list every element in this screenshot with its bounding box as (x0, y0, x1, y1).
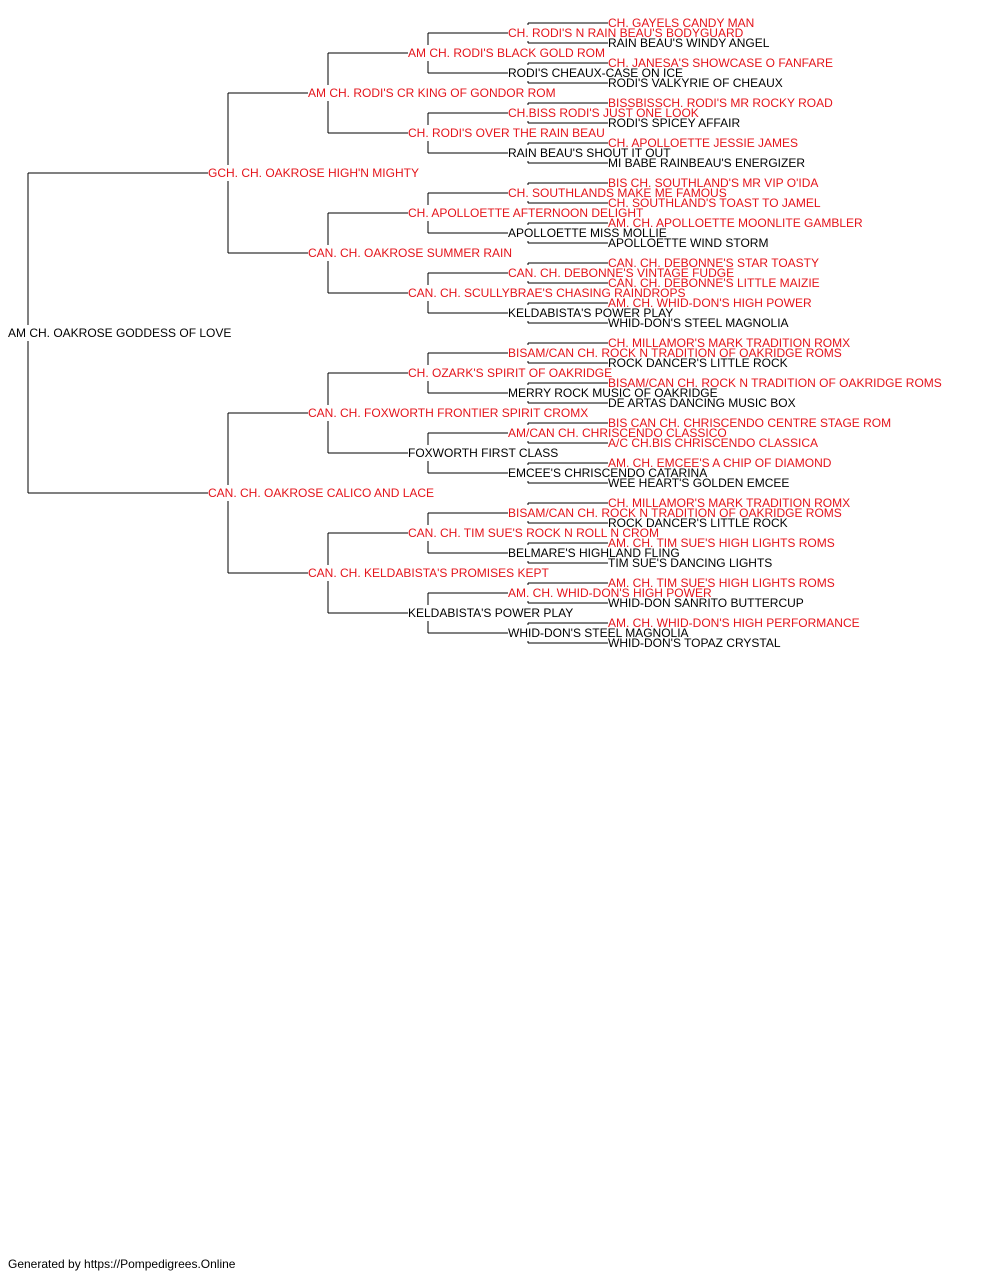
ancestor-name-gen5[interactable]: RAIN BEAU'S WINDY ANGEL (608, 36, 770, 50)
ancestor-name-gen5[interactable]: ROCK DANCER'S LITTLE ROCK (608, 356, 788, 370)
ancestor-name-gen5[interactable]: RODI'S VALKYRIE OF CHEAUX (608, 76, 783, 90)
ancestor-name-gen5[interactable]: AM. CH. WHID-DON'S HIGH POWER (608, 296, 812, 310)
ancestor-name-gen2[interactable]: CAN. CH. KELDABISTA'S PROMISES KEPT (308, 566, 549, 580)
ancestor-name-gen5[interactable]: CH. MILLAMOR'S MARK TRADITION ROMX (608, 496, 850, 510)
generated-by-footer: Generated by https://Pompedigrees.Online (8, 1257, 236, 1271)
ancestor-name-gen5[interactable]: DE ARTAS DANCING MUSIC BOX (608, 396, 796, 410)
ancestor-name-gen5[interactable]: RODI'S SPICEY AFFAIR (608, 116, 740, 130)
ancestor-name-gen5[interactable]: CAN. CH. DEBONNE'S LITTLE MAIZIE (608, 276, 820, 290)
ancestor-name-gen4[interactable]: MERRY ROCK MUSIC OF OAKRIDGE (508, 386, 718, 400)
ancestor-name-gen4[interactable]: WHID-DON'S STEEL MAGNOLIA (508, 626, 689, 640)
ancestor-name-gen5[interactable]: WHID-DON'S TOPAZ CRYSTAL (608, 636, 781, 650)
ancestor-name-gen5[interactable]: MI BABE RAINBEAU'S ENERGIZER (608, 156, 805, 170)
ancestor-name-gen5[interactable]: AM. CH. APOLLOETTE MOONLITE GAMBLER (608, 216, 863, 230)
ancestor-name-gen5[interactable]: CAN. CH. DEBONNE'S STAR TOASTY (608, 256, 819, 270)
ancestor-name-gen4[interactable]: BISAM/CAN CH. ROCK N TRADITION OF OAKRID… (508, 346, 842, 360)
ancestor-name-gen5[interactable]: WEE HEART'S GOLDEN EMCEE (608, 476, 789, 490)
ancestor-name-gen4[interactable]: KELDABISTA'S POWER PLAY (508, 306, 673, 320)
ancestor-name-gen5[interactable]: APOLLOETTE WIND STORM (608, 236, 768, 250)
ancestor-name-gen3[interactable]: AM CH. RODI'S BLACK GOLD ROM (408, 46, 605, 60)
ancestor-name-gen5[interactable]: TIM SUE'S DANCING LIGHTS (608, 556, 772, 570)
ancestor-name-gen2[interactable]: CAN. CH. OAKROSE SUMMER RAIN (308, 246, 512, 260)
ancestor-name-gen5[interactable]: CH. SOUTHLAND'S TOAST TO JAMEL (608, 196, 821, 210)
subject-dog-name[interactable]: AM CH. OAKROSE GODDESS OF LOVE (8, 326, 231, 340)
ancestor-name-gen3[interactable]: FOXWORTH FIRST CLASS (408, 446, 558, 460)
ancestor-name-gen4[interactable]: AM. CH. WHID-DON'S HIGH POWER (508, 586, 712, 600)
ancestor-name-gen5[interactable]: CH. GAYELS CANDY MAN (608, 16, 754, 30)
ancestor-name-gen5[interactable]: AM. CH. TIM SUE'S HIGH LIGHTS ROMS (608, 576, 835, 590)
pedigree-labels: AM CH. OAKROSE GODDESS OF LOVE GCH. CH. O… (8, 16, 942, 650)
ancestor-name-gen4[interactable]: APOLLOETTE MISS MOLLIE (508, 226, 667, 240)
ancestor-name-gen4[interactable]: RODI'S CHEAUX-CASE ON ICE (508, 66, 683, 80)
ancestor-name-gen5[interactable]: AM. CH. EMCEE'S A CHIP OF DIAMOND (608, 456, 832, 470)
ancestor-name-gen5[interactable]: AM. CH. WHID-DON'S HIGH PERFORMANCE (608, 616, 860, 630)
ancestor-name-gen5[interactable]: CH. JANESA'S SHOWCASE O FANFARE (608, 56, 833, 70)
ancestor-name-gen4[interactable]: EMCEE'S CHRISCENDO CATARINA (508, 466, 707, 480)
pedigree-connectors (27, 22, 608, 644)
ancestor-name-gen5[interactable]: A/C CH.BIS CHRISCENDO CLASSICA (608, 436, 818, 450)
ancestor-name-gen5[interactable]: BIS CH. SOUTHLAND'S MR VIP O'IDA (608, 176, 818, 190)
ancestor-name-gen3[interactable]: KELDABISTA'S POWER PLAY (408, 606, 573, 620)
ancestor-name-gen5[interactable]: CH. APOLLOETTE JESSIE JAMES (608, 136, 798, 150)
ancestor-name-gen5[interactable]: BISSBISSCH. RODI'S MR ROCKY ROAD (608, 96, 833, 110)
ancestor-name-gen4[interactable]: CH. RODI'S N RAIN BEAU'S BODYGUARD (508, 26, 744, 40)
ancestor-name-gen4[interactable]: BISAM/CAN CH. ROCK N TRADITION OF OAKRID… (508, 506, 842, 520)
ancestor-name-gen3[interactable]: CH. RODI'S OVER THE RAIN BEAU (408, 126, 605, 140)
ancestor-name-gen3[interactable]: CH. OZARK'S SPIRIT OF OAKRIDGE (408, 366, 612, 380)
ancestor-name-gen5[interactable]: BIS CAN CH. CHRISCENDO CENTRE STAGE ROM (608, 416, 891, 430)
ancestor-name-gen1[interactable]: CAN. CH. OAKROSE CALICO AND LACE (208, 486, 434, 500)
ancestor-name-gen5[interactable]: WHID-DON'S STEEL MAGNOLIA (608, 316, 789, 330)
ancestor-name-gen5[interactable]: AM. CH. TIM SUE'S HIGH LIGHTS ROMS (608, 536, 835, 550)
ancestor-name-gen4[interactable]: CAN. CH. DEBONNE'S VINTAGE FUDGE (508, 266, 734, 280)
ancestor-name-gen4[interactable]: CH. SOUTHLANDS MAKE ME FAMOUS (508, 186, 727, 200)
ancestor-name-gen2[interactable]: AM CH. RODI'S CR KING OF GONDOR ROM (308, 86, 556, 100)
ancestor-name-gen5[interactable]: BISAM/CAN CH. ROCK N TRADITION OF OAKRID… (608, 376, 942, 390)
ancestor-name-gen4[interactable]: CH.BISS RODI'S JUST ONE LOOK (508, 106, 699, 120)
ancestor-name-gen2[interactable]: CAN. CH. FOXWORTH FRONTIER SPIRIT CROMX (308, 406, 588, 420)
ancestor-name-gen1[interactable]: GCH. CH. OAKROSE HIGH'N MIGHTY (208, 166, 419, 180)
ancestor-name-gen3[interactable]: CAN. CH. TIM SUE'S ROCK N ROLL N CROM (408, 526, 659, 540)
ancestor-name-gen5[interactable]: CH. MILLAMOR'S MARK TRADITION ROMX (608, 336, 850, 350)
ancestor-name-gen3[interactable]: CH. APOLLOETTE AFTERNOON DELIGHT (408, 206, 644, 220)
ancestor-name-gen5[interactable]: WHID-DON SANRITO BUTTERCUP (608, 596, 804, 610)
ancestor-name-gen4[interactable]: AM/CAN CH. CHRISCENDO CLASSICO (508, 426, 727, 440)
ancestor-name-gen4[interactable]: RAIN BEAU'S SHOUT IT OUT (508, 146, 671, 160)
ancestor-name-gen5[interactable]: ROCK DANCER'S LITTLE ROCK (608, 516, 788, 530)
ancestor-name-gen3[interactable]: CAN. CH. SCULLYBRAE'S CHASING RAINDROPS (408, 286, 685, 300)
ancestor-name-gen4[interactable]: BELMARE'S HIGHLAND FLING (508, 546, 680, 560)
